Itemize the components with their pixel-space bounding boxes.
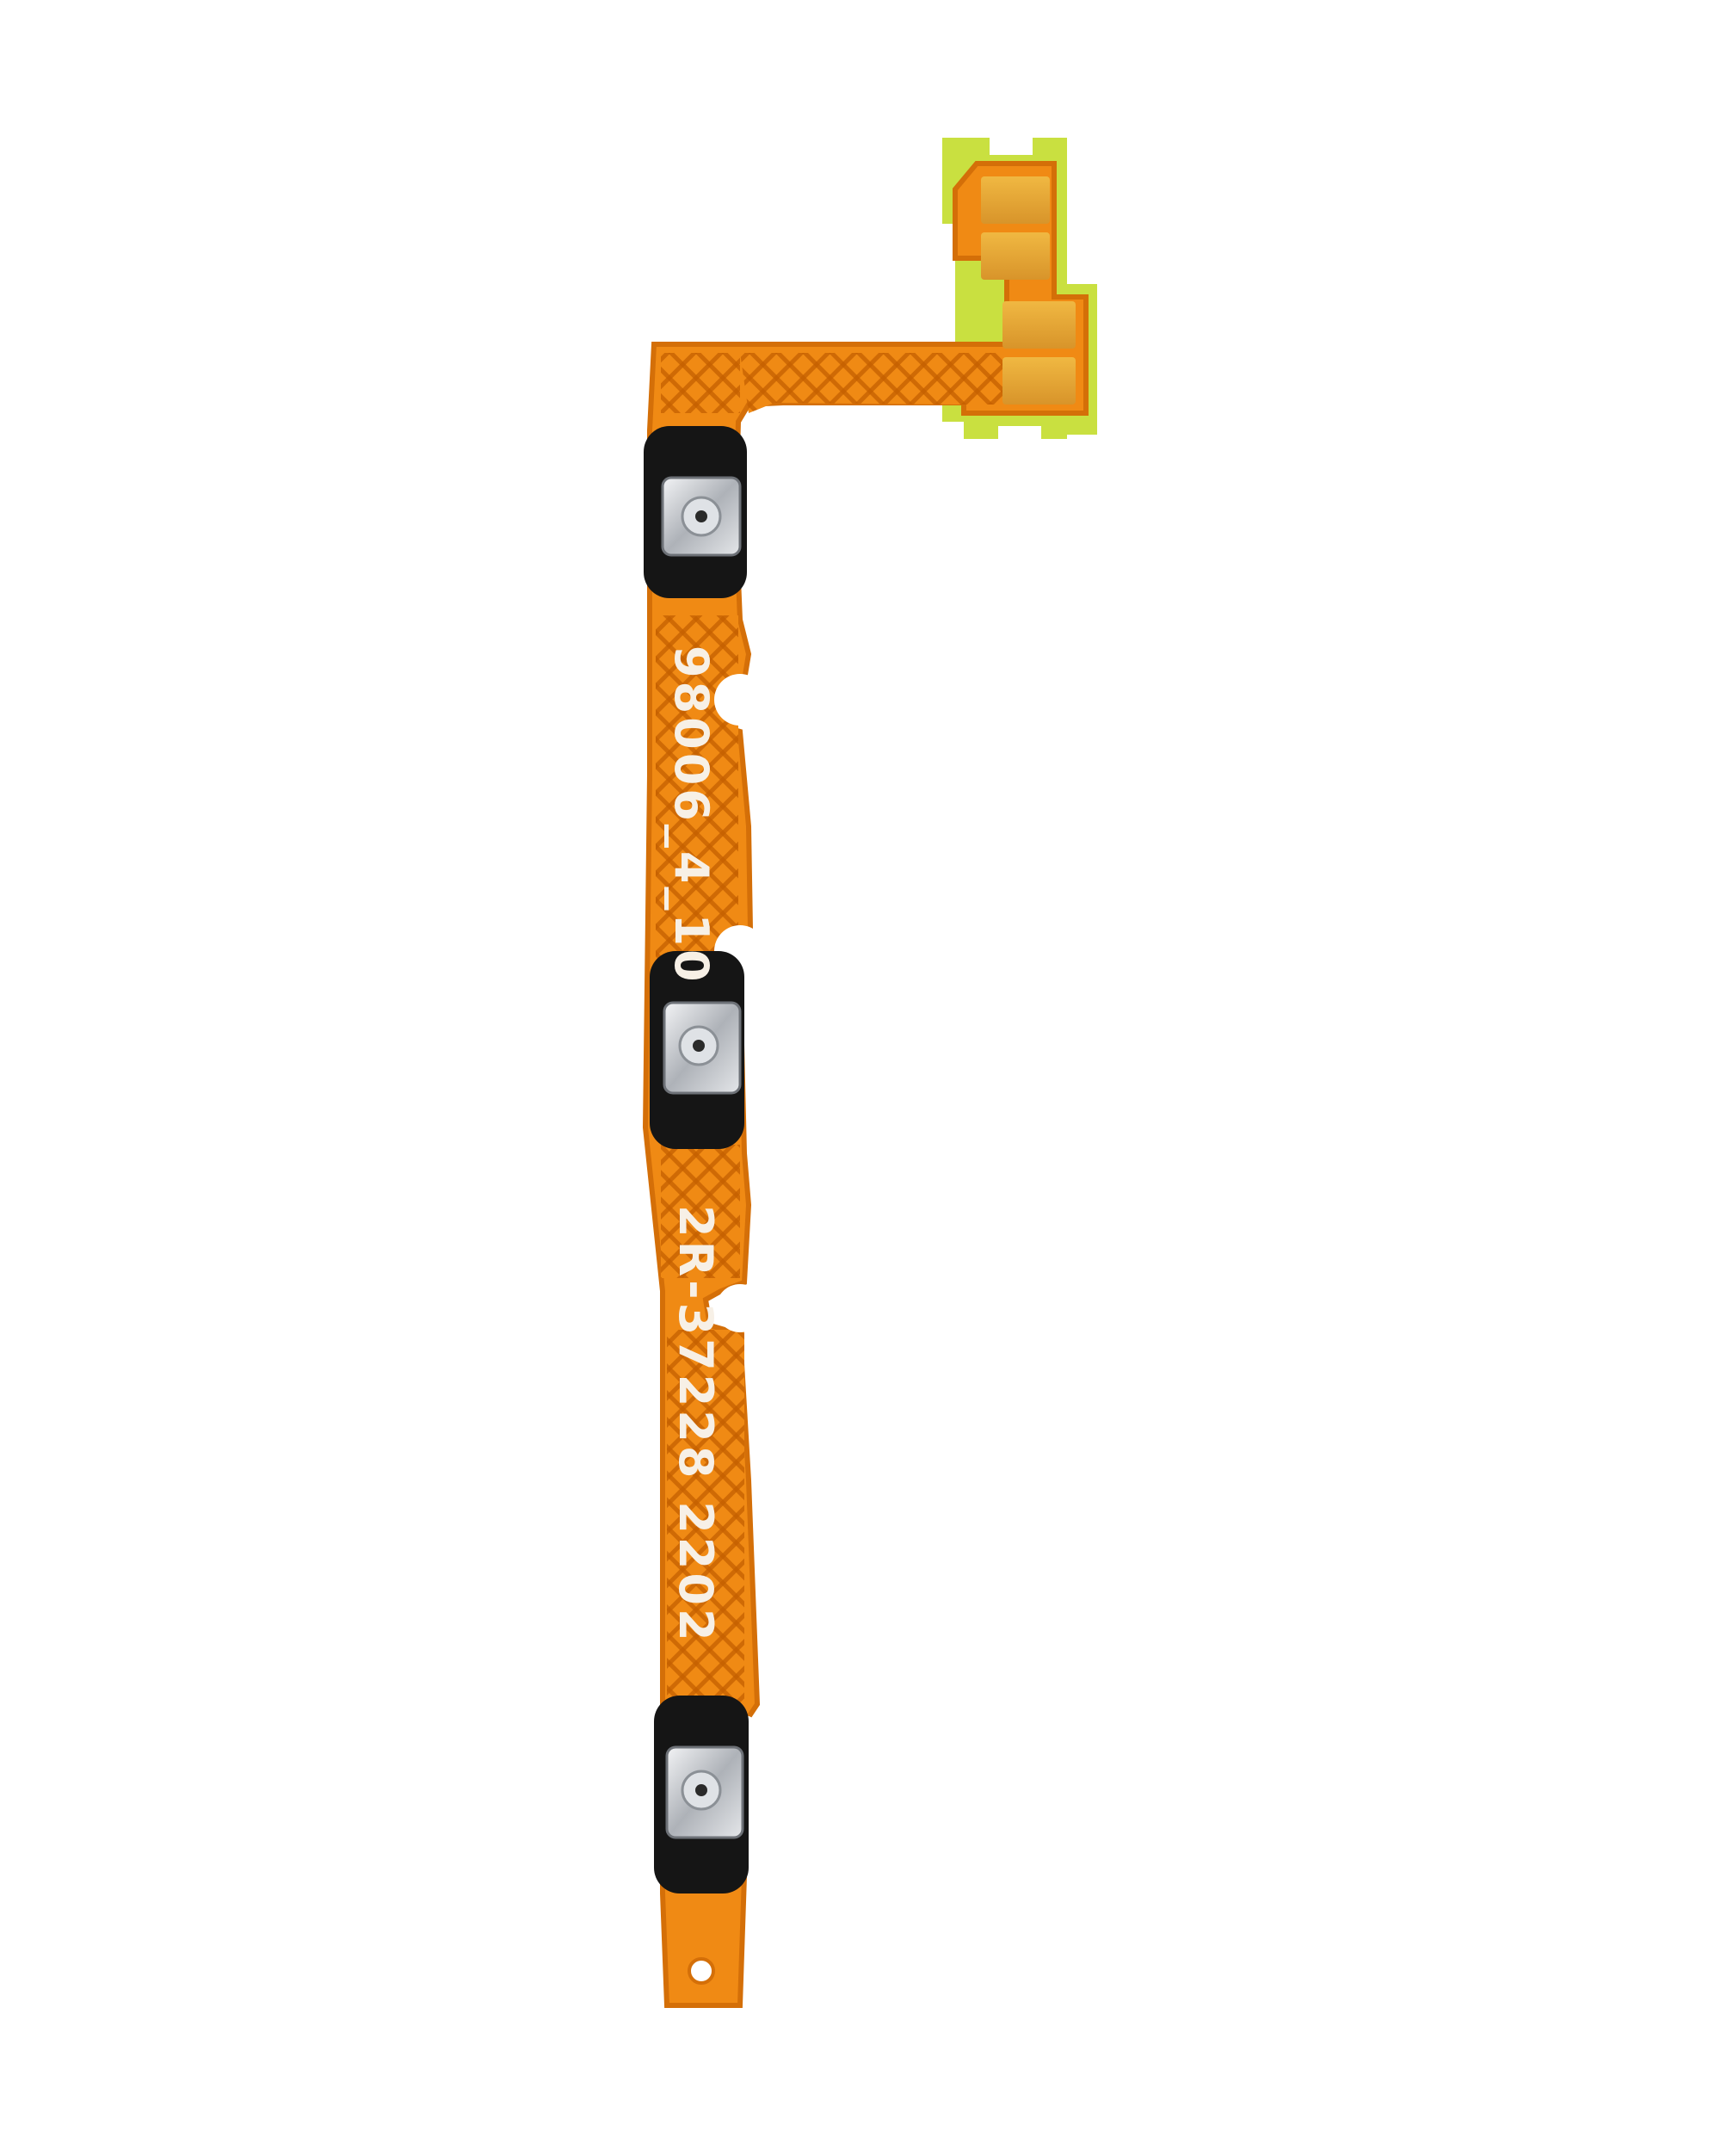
gold-pad-4	[1002, 357, 1076, 405]
mesh-vertical-b	[661, 1145, 740, 1278]
middle-switch	[650, 951, 744, 1149]
gold-pad-2	[981, 232, 1050, 280]
mounting-hole	[688, 1957, 715, 1985]
notch-1	[714, 674, 766, 726]
lower-switch	[654, 1696, 749, 1893]
gold-pad-1	[981, 176, 1050, 224]
silkscreen-code-lower: 2R-37228 2202	[669, 1205, 723, 1645]
mesh-vertical-upper	[661, 353, 740, 413]
notch-3	[716, 1284, 764, 1332]
mesh-vertical-c	[667, 1330, 744, 1726]
mesh-vertical-a	[656, 615, 738, 960]
mesh-horizontal	[740, 353, 1002, 413]
upper-switch	[644, 426, 747, 598]
gold-pad-3	[1002, 301, 1076, 349]
silkscreen-code-upper: 98006_4_10	[664, 646, 719, 985]
